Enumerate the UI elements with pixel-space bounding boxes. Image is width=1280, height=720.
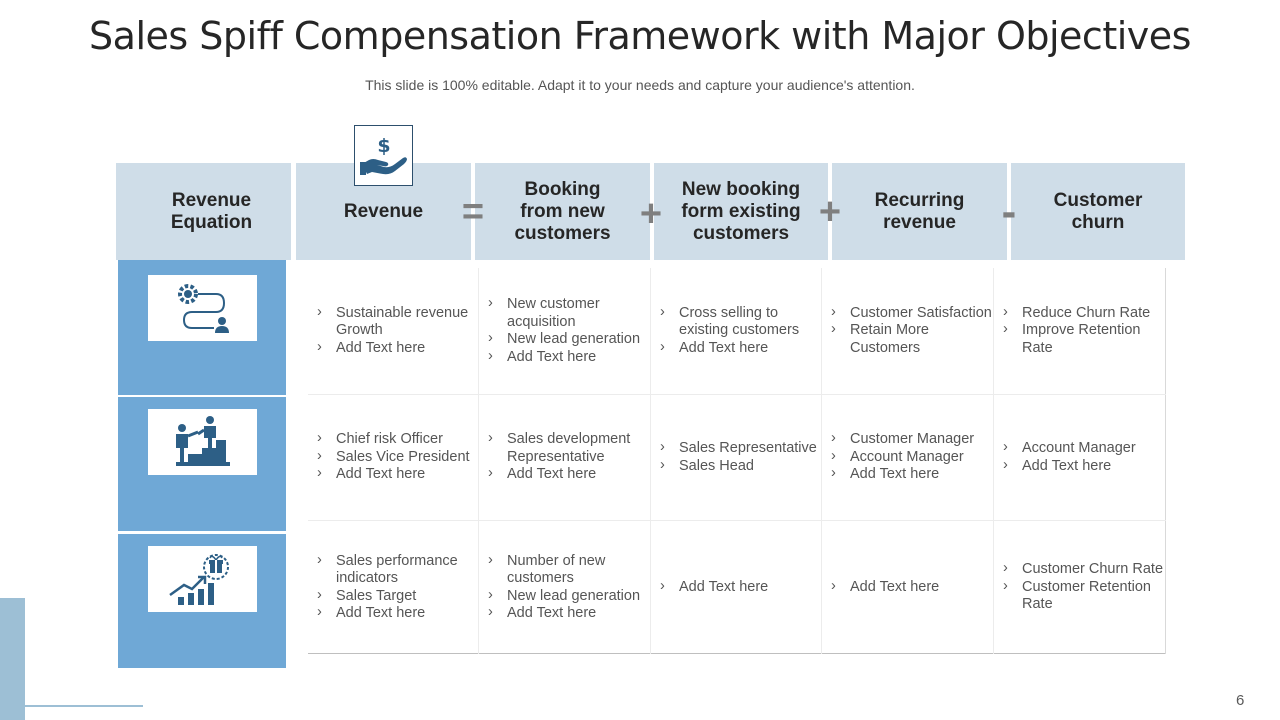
bullet-list: Sustainable revenue Growth Add Text here [317,304,478,358]
bullet-list: Number of new customers New lead generat… [488,552,650,623]
svg-text:$: $ [377,135,390,157]
list-item: Chief risk Officer [317,430,470,449]
gear-process-person-icon [148,275,257,341]
table-cell: Sales performance indicators Sales Targe… [308,521,479,654]
bullet-list: Account Manager Add Text here [1003,439,1136,476]
bullet-list: Chief risk Officer Sales Vice President … [317,430,470,484]
header-customer-churn: Customer churn [1011,163,1185,260]
list-item: Improve Retention Rate [1003,321,1165,357]
decorative-bar [0,598,25,720]
header-label: New booking form existing customers [681,178,801,244]
decorative-line [25,705,143,707]
bullet-list: Sales Representative Sales Head [660,439,817,476]
list-item: Add Text here [660,339,821,358]
table-row: Sales performance indicators Sales Targe… [308,520,1166,654]
list-item: Sales Vice President [317,448,470,467]
list-item: Customer Satisfaction [831,304,993,323]
list-item: Account Manager [1003,439,1136,458]
slide-subtitle: This slide is 100% editable. Adapt it to… [365,77,915,93]
table-cell: Add Text here [651,521,822,654]
list-item: Add Text here [488,348,650,367]
header-label: Revenue [343,200,424,222]
list-item: New lead generation [488,330,650,349]
list-item: Sales Representative [660,439,817,458]
bullet-list: Sales performance indicators Sales Targe… [317,552,478,623]
table-cell: Cross selling to existing customers Add … [651,268,822,394]
list-item: Add Text here [317,604,478,623]
table-cell: Sustainable revenue Growth Add Text here [308,268,479,394]
table-cell: New customer acquisition New lead genera… [479,268,651,394]
bullet-list: Customer Manager Account Manager Add Tex… [831,430,974,484]
equals-operator: = [461,191,485,233]
table-row: Sustainable revenue Growth Add Text here… [308,268,1166,394]
table-cell: Number of new customers New lead generat… [479,521,651,654]
bullet-list: Sales development Representative Add Tex… [488,430,650,484]
bullet-list: New customer acquisition New lead genera… [488,295,650,367]
header-label: Recurring revenue [874,189,965,233]
list-item: Customer Retention Rate [1003,578,1165,614]
plus-operator: + [639,193,663,235]
list-item: Number of new customers [488,552,650,588]
header-label: Revenue Equation [170,189,253,233]
list-item: New lead generation [488,587,650,606]
bullet-list: Cross selling to existing customers Add … [660,304,821,358]
list-item: Sales performance indicators [317,552,478,588]
bullet-list: Customer Satisfaction Retain More Custom… [831,304,993,358]
plus-operator: + [818,191,842,233]
slide-title: Sales Spiff Compensation Framework with … [89,14,1191,58]
table-cell: Sales Representative Sales Head [651,395,822,520]
list-item: Add Text here [488,604,650,623]
table-cell: Add Text here [822,521,994,654]
header-label: Booking from new customers [514,178,611,244]
table-row: Chief risk Officer Sales Vice President … [308,394,1166,520]
header-booking-new-customers: Booking from new customers [475,163,650,260]
list-item: Sales development Representative [488,430,650,466]
bullet-list: Add Text here [831,578,939,597]
bullet-list: Add Text here [660,578,768,597]
list-item: Reduce Churn Rate [1003,304,1165,323]
minus-operator: - [1001,187,1017,236]
list-item: Add Text here [1003,457,1136,476]
list-item: Add Text here [317,465,470,484]
list-item: Add Text here [831,465,974,484]
people-climbing-steps-icon [148,409,257,475]
list-item: Account Manager [831,448,974,467]
list-item: New customer acquisition [488,295,650,331]
list-item: Sales Target [317,587,478,606]
objectives-grid: Sustainable revenue Growth Add Text here… [308,268,1166,654]
table-cell: Sales development Representative Add Tex… [479,395,651,520]
table-cell: Account Manager Add Text here [994,395,1166,520]
money-hand-icon: $ [354,125,413,186]
list-item: Customer Manager [831,430,974,449]
header-recurring-revenue: Recurring revenue [832,163,1007,260]
list-item: Add Text here [831,578,939,597]
header-label: Customer churn [1053,189,1143,233]
table-cell: Reduce Churn Rate Improve Retention Rate [994,268,1166,394]
list-item: Sales Head [660,457,817,476]
header-revenue-equation: Revenue Equation [116,163,291,260]
list-item: Retain More Customers [831,321,993,357]
list-item: Add Text here [660,578,768,597]
table-cell: Customer Manager Account Manager Add Tex… [822,395,994,520]
header-new-booking-existing: New booking form existing customers [654,163,828,260]
list-item: Customer Churn Rate [1003,560,1165,579]
growth-chart-gift-icon [148,546,257,612]
list-item: Sustainable revenue Growth [317,304,478,340]
bullet-list: Customer Churn Rate Customer Retention R… [1003,560,1165,614]
table-cell: Chief risk Officer Sales Vice President … [308,395,479,520]
table-cell: Customer Churn Rate Customer Retention R… [994,521,1166,654]
list-item: Add Text here [317,339,478,358]
bullet-list: Reduce Churn Rate Improve Retention Rate [1003,304,1165,358]
table-cell: Customer Satisfaction Retain More Custom… [822,268,994,394]
list-item: Add Text here [488,465,650,484]
list-item: Cross selling to existing customers [660,304,821,340]
page-number: 6 [1236,692,1245,709]
